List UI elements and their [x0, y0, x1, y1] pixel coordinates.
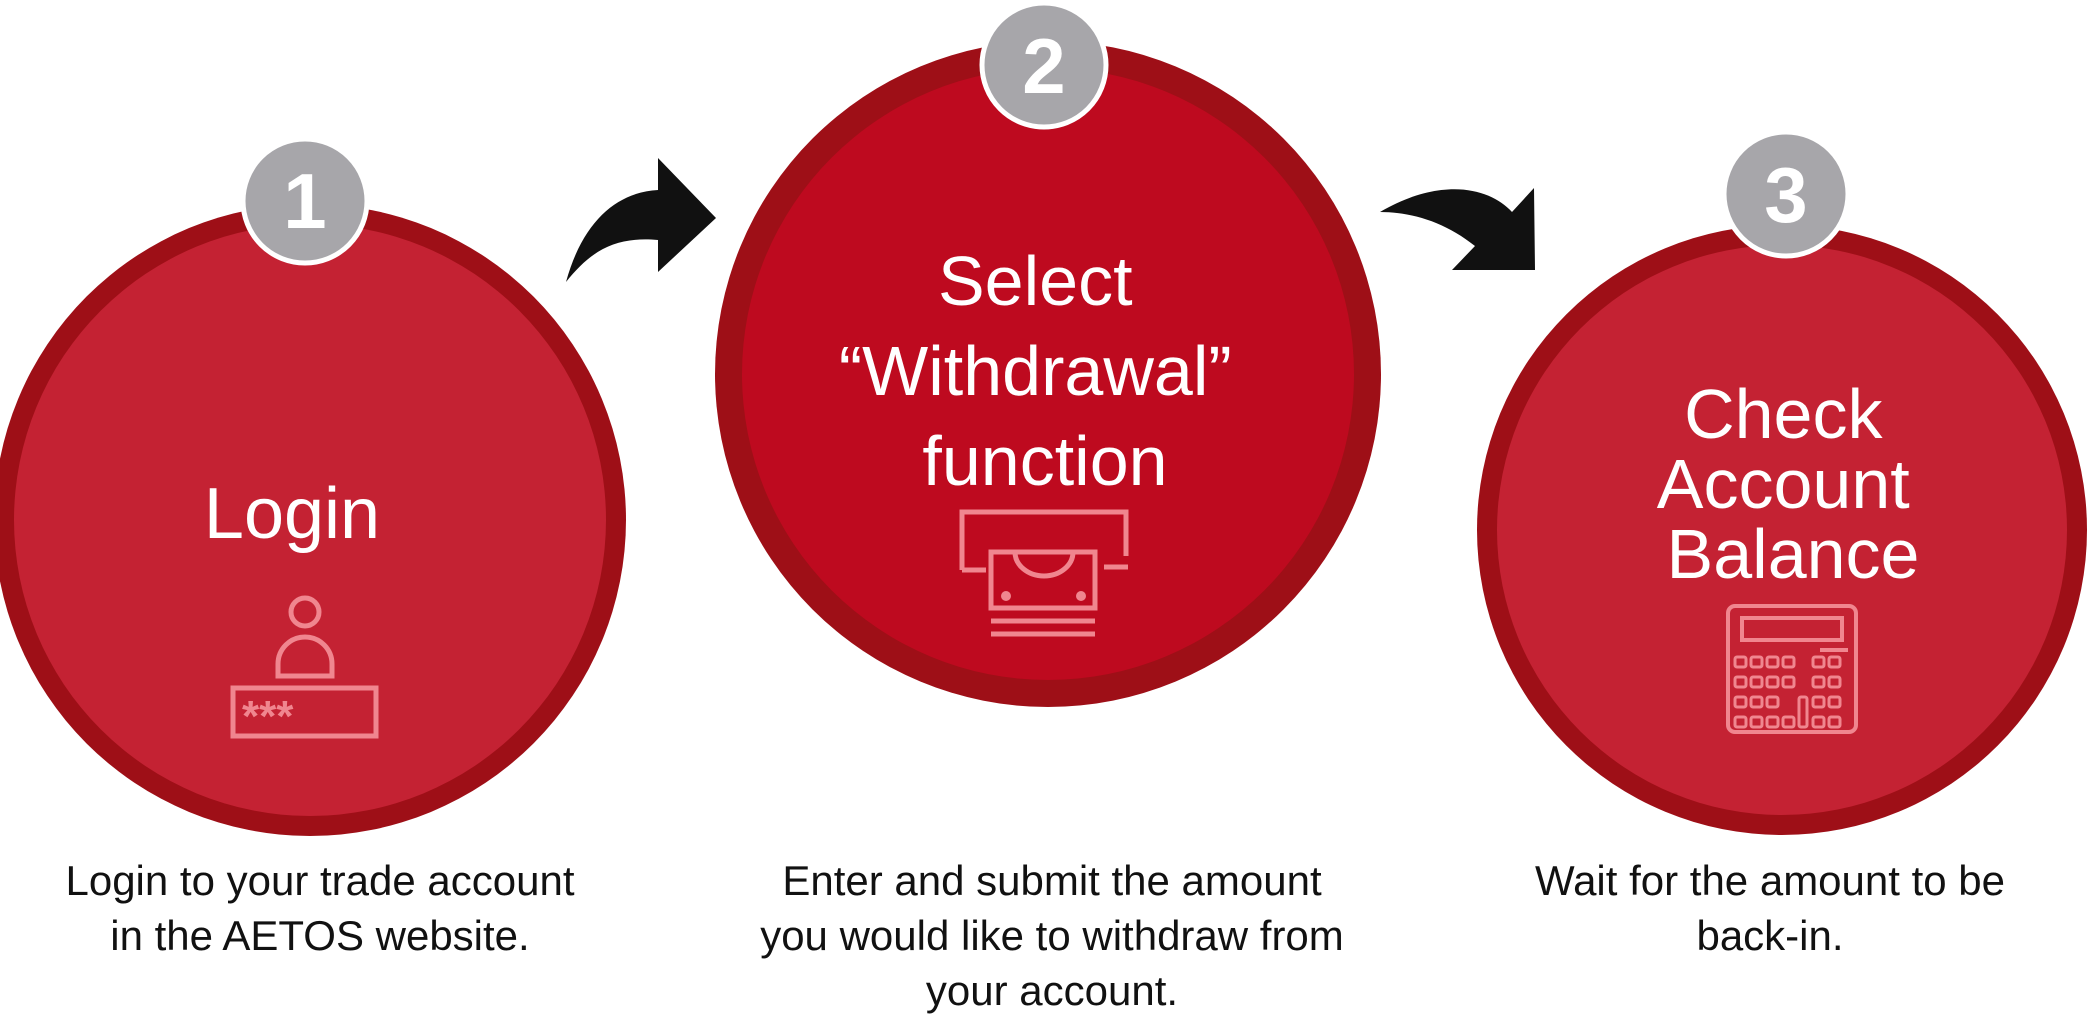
- step-2-title-line: function: [922, 422, 1167, 500]
- user-password-icon: ***_: [230, 595, 379, 741]
- step-2-description: Enter and submit the amount you would li…: [712, 853, 1392, 1018]
- step-2-description-line: your account.: [925, 967, 1179, 1014]
- step-1-badge: 1: [240, 136, 370, 266]
- step-2-circle: [742, 68, 1354, 680]
- step-1-number: 1: [283, 157, 326, 245]
- curved-arrow-right-up-icon: [566, 158, 716, 282]
- step-1-title: Login: [204, 474, 380, 554]
- step-3-badge: 3: [1721, 129, 1851, 259]
- step-1-title-line: Login: [204, 474, 380, 554]
- curved-arrow-right-down-icon: [1380, 188, 1535, 270]
- password-mask-text: ***_: [242, 692, 318, 741]
- step-3: Check Account Balance: [1477, 129, 2087, 835]
- step-2-description-line: Enter and submit the amount: [782, 857, 1322, 904]
- step-3-title: Check Account Balance: [1657, 375, 1929, 593]
- calculator-icon: [1726, 604, 1858, 734]
- step-2-description-line: you would like to withdraw from: [760, 912, 1344, 959]
- step-3-title-line: Check: [1684, 375, 1883, 453]
- step-1-description: Login to your trade account in the AETOS…: [20, 853, 620, 963]
- step-3-number: 3: [1764, 151, 1807, 239]
- step-1-circle: [14, 224, 606, 816]
- step-2-title-line: Select: [938, 242, 1133, 320]
- step-3-circle: [1497, 245, 2067, 815]
- step-3-title-line: Balance: [1667, 515, 1920, 593]
- step-3-description-line: back-in.: [1696, 912, 1844, 959]
- step-1: Login ***_ 1: [0, 136, 626, 836]
- step-2-number: 2: [1022, 22, 1065, 110]
- step-2-title: Select “Withdrawal” function: [839, 242, 1251, 500]
- step-1-description-line: Login to your trade account: [65, 857, 575, 904]
- step-3-description-line: Wait for the amount to be: [1534, 857, 2006, 904]
- step-3-title-line: Account: [1657, 445, 1910, 523]
- step-2: Select “Withdrawal” function 2: [715, 0, 1381, 707]
- step-3-description: Wait for the amount to be back-in.: [1470, 853, 2070, 963]
- step-2-badge: 2: [979, 0, 1109, 130]
- step-1-description-line: in the AETOS website.: [110, 912, 530, 959]
- step-2-title-line: “Withdrawal”: [839, 332, 1232, 410]
- atm-cash-withdrawal-icon: [959, 509, 1129, 637]
